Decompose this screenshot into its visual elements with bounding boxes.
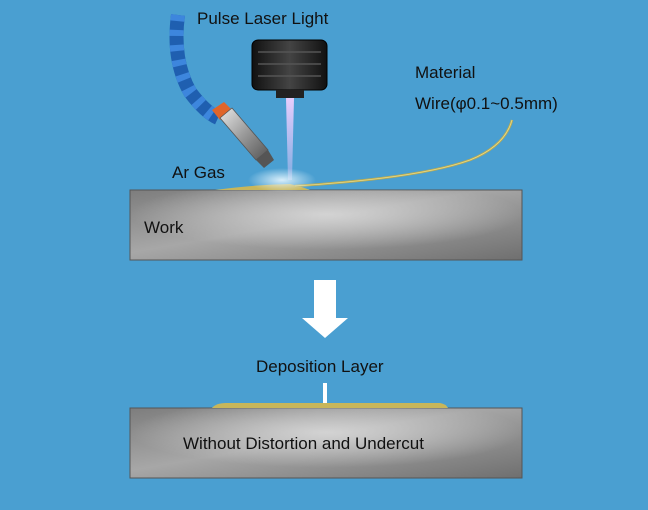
laser-head [251, 39, 328, 98]
gas-nozzle [212, 102, 274, 168]
work-piece-top [129, 189, 523, 261]
material-label: Material [415, 63, 476, 82]
work-piece-bottom [129, 407, 523, 479]
work-label: Work [144, 218, 184, 237]
gas-hose [169, 14, 222, 125]
laser-label: Pulse Laser Light [197, 9, 329, 28]
laser-beam [286, 98, 294, 180]
gas-plume [248, 168, 316, 192]
wire-label: Wire(φ0.1~0.5mm) [415, 94, 558, 113]
material-wire [294, 119, 514, 188]
deposition-pointer [323, 383, 327, 403]
gas-label: Ar Gas [172, 163, 225, 182]
deposit-layer [212, 403, 448, 408]
deposition-label: Deposition Layer [256, 357, 384, 376]
down-arrow [302, 280, 348, 338]
result-label: Without Distortion and Undercut [183, 434, 424, 453]
